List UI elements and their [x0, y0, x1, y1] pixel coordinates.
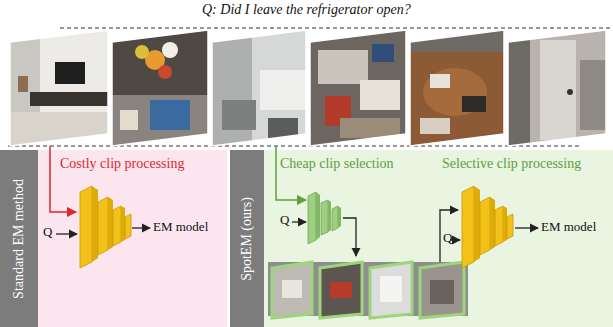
- video-frame: [200, 20, 320, 150]
- model-label: EM model: [153, 220, 208, 235]
- output-arrow: [132, 227, 150, 228]
- video-frame: [100, 20, 220, 150]
- method-panel: Costly clip processingStandard EM method: [0, 150, 227, 327]
- clip-arrow: [440, 210, 458, 262]
- video-frame: [300, 20, 420, 150]
- select-arrow: [343, 218, 356, 256]
- video-frame: [0, 20, 120, 152]
- selected-clips: [268, 262, 468, 318]
- query-arrow: [56, 233, 77, 234]
- em-model-icon: [462, 186, 513, 268]
- panel-ground: [0, 150, 227, 327]
- video-frame: [500, 20, 613, 150]
- band-label: Standard EM method: [11, 179, 27, 299]
- frame-border: [10, 30, 606, 146]
- method-band: Standard EM method: [0, 150, 38, 327]
- panel-ground: [230, 150, 613, 327]
- panel-heading: Cheap clip selection: [280, 156, 394, 172]
- query-arrow: [292, 221, 306, 222]
- flow-arrow: [276, 146, 306, 200]
- output-arrow: [515, 227, 538, 228]
- method-panel: Cheap clip selection Selective clip proce…: [230, 150, 613, 327]
- em-model-icon: [80, 186, 131, 268]
- dashed-line: [60, 28, 610, 29]
- question-title: Q: Did I leave the refrigerator open?: [202, 2, 411, 18]
- panel-heading: Costly clip processing: [60, 156, 184, 172]
- panel-heading: Selective clip processing: [442, 156, 581, 172]
- flow-arrow: [50, 146, 76, 212]
- query-label: Q: [43, 225, 52, 240]
- dashed-line: [8, 146, 580, 147]
- query-label: Q: [280, 213, 289, 228]
- band-label: SpotEM (ours): [239, 197, 255, 281]
- query-label: Q: [443, 231, 452, 246]
- selector-model-icon: [308, 192, 341, 244]
- model-label: EM model: [541, 220, 596, 235]
- method-band: SpotEM (ours): [230, 150, 264, 327]
- video-frame: [400, 20, 520, 150]
